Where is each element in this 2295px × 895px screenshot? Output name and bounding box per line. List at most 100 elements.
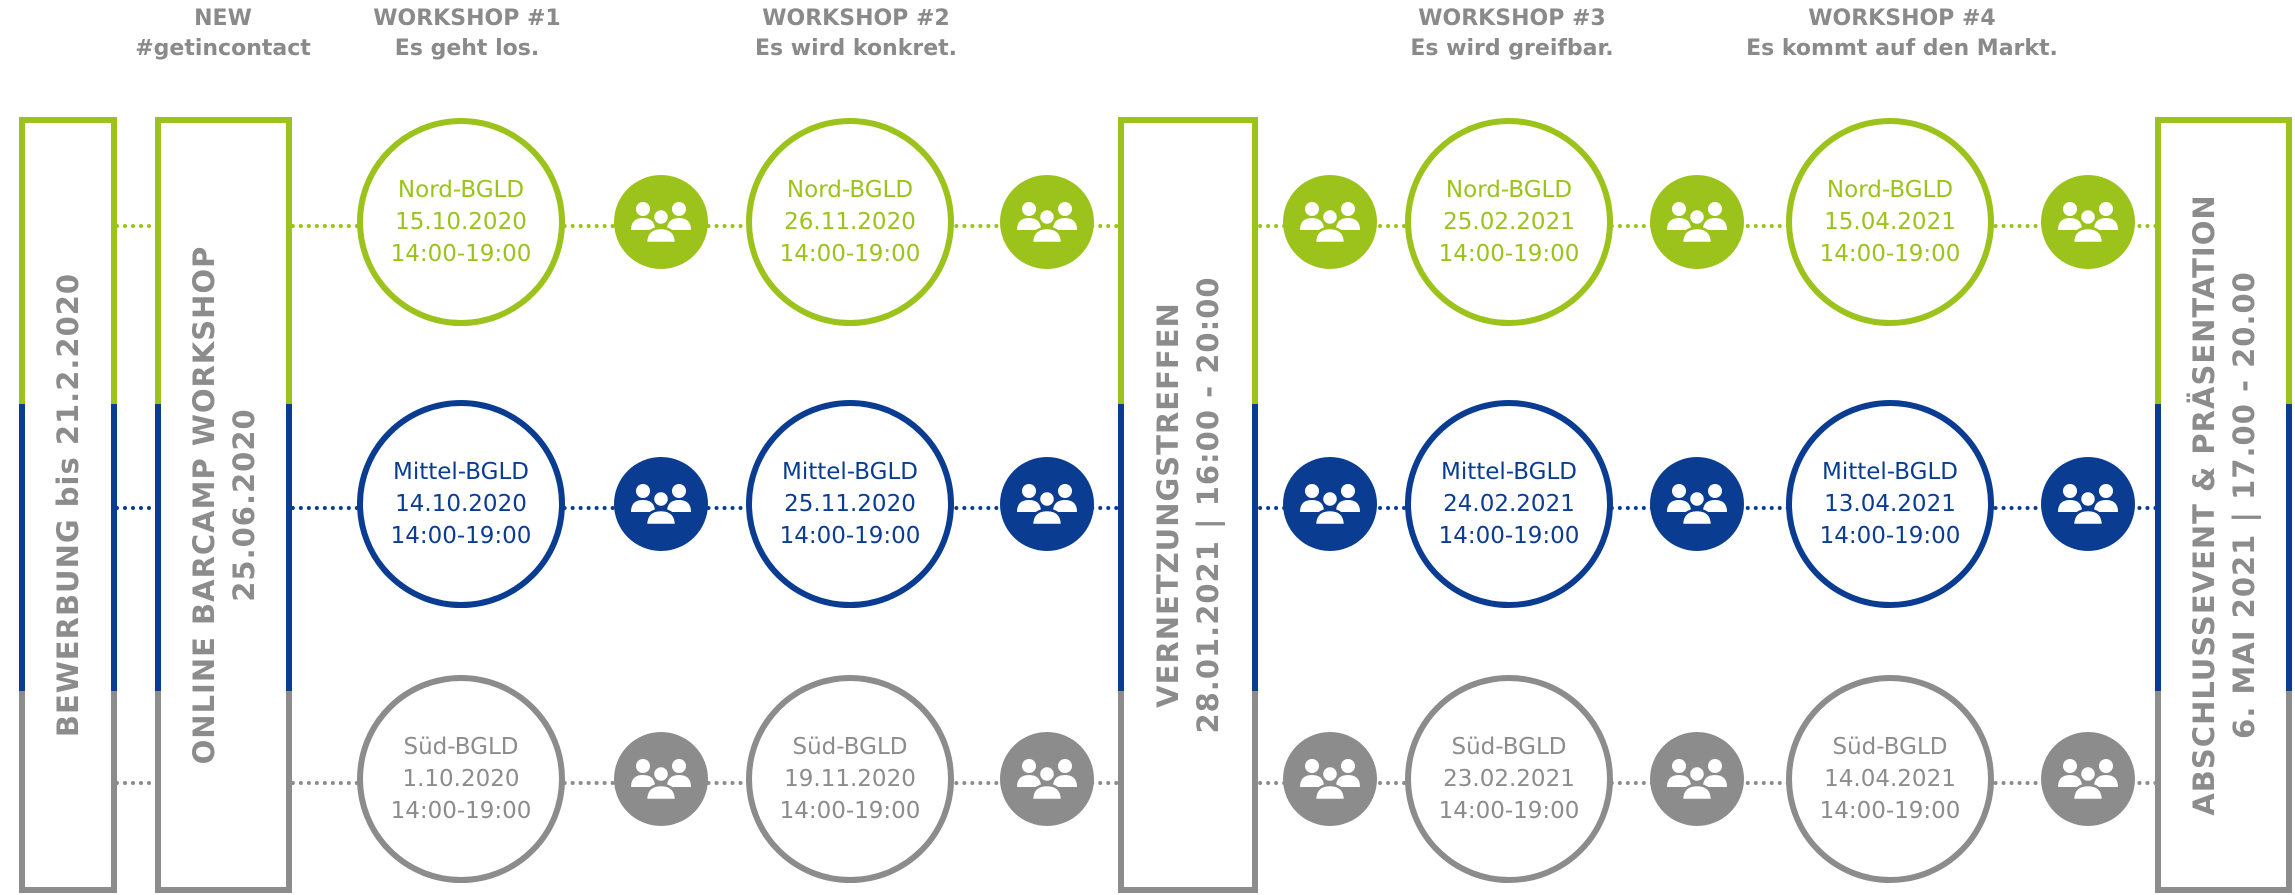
bar-vernetzungstreffen-line2: 28.01.2021 | 16:00 - 20:00 bbox=[1191, 276, 1225, 734]
circle-region: Mittel-BGLD bbox=[392, 459, 529, 485]
circle-date: 15.04.2021 bbox=[1824, 209, 1956, 235]
heading-workshop-4: WORKSHOP #4 Es kommt auf den Markt. bbox=[1746, 4, 2058, 64]
people-group-icon bbox=[614, 732, 708, 826]
workshop-circle-nord-3: Nord-BGLD 25.02.2021 14:00-19:00 bbox=[1405, 118, 1613, 326]
people-group-icon bbox=[2041, 175, 2135, 269]
people-group-svg bbox=[1017, 202, 1077, 245]
circle-time: 14:00-19:00 bbox=[779, 523, 921, 549]
people-group-icon bbox=[1650, 732, 1744, 826]
circle-time: 14:00-19:00 bbox=[1438, 523, 1580, 549]
people-group-icon bbox=[1000, 732, 1094, 826]
circle-date: 23.02.2021 bbox=[1443, 766, 1575, 792]
circle-region: Mittel-BGLD bbox=[781, 459, 918, 485]
people-group-icon bbox=[1283, 732, 1377, 826]
circle-date: 13.04.2021 bbox=[1824, 491, 1956, 517]
circle-region: Nord-BGLD bbox=[397, 177, 525, 203]
people-group-icon bbox=[2041, 732, 2135, 826]
people-group-svg bbox=[1300, 759, 1360, 802]
circle-date: 14.04.2021 bbox=[1824, 766, 1956, 792]
workshop-circle-nord-4: Nord-BGLD 15.04.2021 14:00-19:00 bbox=[1786, 118, 1994, 326]
heading-subtitle: Es geht los. bbox=[394, 36, 540, 61]
circle-time: 14:00-19:00 bbox=[1438, 798, 1580, 824]
bar-bewerbung-text: BEWERBUNG bis 21.2.2020 bbox=[48, 273, 88, 737]
circle-region: Süd-BGLD bbox=[403, 734, 519, 760]
bar-bewerbung-line1: BEWERBUNG bis 21.2.2020 bbox=[51, 272, 85, 738]
bar-online-barcamp: ONLINE BARCAMP WORKSHOP 25.06.2020 bbox=[155, 117, 292, 893]
people-group-icon bbox=[614, 175, 708, 269]
circle-region: Nord-BGLD bbox=[1445, 177, 1573, 203]
circle-time: 14:00-19:00 bbox=[1438, 241, 1580, 267]
circle-region: Süd-BGLD bbox=[1451, 734, 1567, 760]
circle-date: 26.11.2020 bbox=[784, 209, 916, 235]
bar-abschlussevent-line2: 6. MAI 2021 | 17.00 - 20.00 bbox=[2226, 271, 2261, 739]
people-group-svg bbox=[2058, 759, 2118, 802]
circle-region: Mittel-BGLD bbox=[1821, 459, 1958, 485]
circle-time: 14:00-19:00 bbox=[1819, 241, 1961, 267]
workshop-circle-sued-1: Süd-BGLD 1.10.2020 14:00-19:00 bbox=[357, 675, 565, 883]
bar-online-barcamp-text: ONLINE BARCAMP WORKSHOP 25.06.2020 bbox=[184, 246, 264, 765]
heading-subtitle: #getincontact bbox=[135, 36, 311, 61]
people-group-icon bbox=[1650, 457, 1744, 551]
people-group-svg bbox=[1667, 759, 1727, 802]
people-group-icon bbox=[1000, 175, 1094, 269]
heading-title: WORKSHOP #1 bbox=[373, 6, 561, 31]
circle-time: 14:00-19:00 bbox=[779, 798, 921, 824]
circle-date: 1.10.2020 bbox=[402, 766, 520, 792]
people-group-svg bbox=[1300, 484, 1360, 527]
people-group-svg bbox=[631, 759, 691, 802]
circle-region: Nord-BGLD bbox=[1826, 177, 1954, 203]
circle-date: 25.02.2021 bbox=[1443, 209, 1575, 235]
circle-time: 14:00-19:00 bbox=[390, 798, 532, 824]
bar-abschlussevent: ABSCHLUSSEVENT & PRÄSENTATION 6. MAI 202… bbox=[2155, 117, 2292, 893]
bar-abschlussevent-text: ABSCHLUSSEVENT & PRÄSENTATION 6. MAI 202… bbox=[2184, 194, 2264, 815]
heading-title: WORKSHOP #4 bbox=[1808, 6, 1996, 31]
people-group-icon bbox=[1283, 175, 1377, 269]
heading-title: WORKSHOP #3 bbox=[1418, 6, 1606, 31]
circle-date: 14.10.2020 bbox=[395, 491, 527, 517]
heading-getincontact: NEW #getincontact bbox=[135, 4, 311, 64]
heading-workshop-1: WORKSHOP #1 Es geht los. bbox=[373, 4, 560, 64]
workshop-circle-mittel-2: Mittel-BGLD 25.11.2020 14:00-19:00 bbox=[746, 400, 954, 608]
people-group-icon bbox=[2041, 457, 2135, 551]
circle-time: 14:00-19:00 bbox=[1819, 798, 1961, 824]
people-group-svg bbox=[1667, 202, 1727, 245]
circle-time: 14:00-19:00 bbox=[779, 241, 921, 267]
heading-subtitle: Es wird konkret. bbox=[755, 36, 957, 61]
circle-time: 14:00-19:00 bbox=[390, 523, 532, 549]
workshop-circle-mittel-3: Mittel-BGLD 24.02.2021 14:00-19:00 bbox=[1405, 400, 1613, 608]
circle-region: Süd-BGLD bbox=[1832, 734, 1948, 760]
people-group-svg bbox=[631, 202, 691, 245]
heading-workshop-2: WORKSHOP #2 Es wird konkret. bbox=[755, 4, 957, 64]
circle-date: 15.10.2020 bbox=[395, 209, 527, 235]
heading-workshop-3: WORKSHOP #3 Es wird greifbar. bbox=[1410, 4, 1613, 64]
workshop-circle-sued-3: Süd-BGLD 23.02.2021 14:00-19:00 bbox=[1405, 675, 1613, 883]
circle-date: 25.11.2020 bbox=[784, 491, 916, 517]
circle-time: 14:00-19:00 bbox=[1819, 523, 1961, 549]
workshop-circle-mittel-1: Mittel-BGLD 14.10.2020 14:00-19:00 bbox=[357, 400, 565, 608]
circle-region: Mittel-BGLD bbox=[1440, 459, 1577, 485]
workshop-circle-mittel-4: Mittel-BGLD 13.04.2021 14:00-19:00 bbox=[1786, 400, 1994, 608]
people-group-svg bbox=[1017, 759, 1077, 802]
workshop-circle-sued-2: Süd-BGLD 19.11.2020 14:00-19:00 bbox=[746, 675, 954, 883]
workshop-circle-nord-2: Nord-BGLD 26.11.2020 14:00-19:00 bbox=[746, 118, 954, 326]
circle-region: Süd-BGLD bbox=[792, 734, 908, 760]
bar-abschlussevent-line1: ABSCHLUSSEVENT & PRÄSENTATION bbox=[2186, 194, 2221, 816]
people-group-icon bbox=[1000, 457, 1094, 551]
bar-online-barcamp-line1: ONLINE BARCAMP WORKSHOP bbox=[186, 245, 221, 765]
people-group-icon bbox=[1283, 457, 1377, 551]
people-group-svg bbox=[2058, 202, 2118, 245]
people-group-svg bbox=[1017, 484, 1077, 527]
circle-date: 19.11.2020 bbox=[784, 766, 916, 792]
people-group-svg bbox=[631, 484, 691, 527]
circle-date: 24.02.2021 bbox=[1443, 491, 1575, 517]
people-group-icon bbox=[1650, 175, 1744, 269]
heading-subtitle: Es wird greifbar. bbox=[1410, 36, 1614, 61]
workshop-circle-nord-1: Nord-BGLD 15.10.2020 14:00-19:00 bbox=[357, 118, 565, 326]
heading-title: NEW bbox=[194, 6, 252, 31]
people-group-svg bbox=[2058, 484, 2118, 527]
heading-title: WORKSHOP #2 bbox=[762, 6, 950, 31]
circle-time: 14:00-19:00 bbox=[390, 241, 532, 267]
bar-vernetzungstreffen: VERNETZUNGSTREFFEN 28.01.2021 | 16:00 - … bbox=[1118, 117, 1258, 893]
bar-vernetzungstreffen-line1: VERNETZUNGSTREFFEN bbox=[1151, 302, 1185, 708]
people-group-svg bbox=[1300, 202, 1360, 245]
